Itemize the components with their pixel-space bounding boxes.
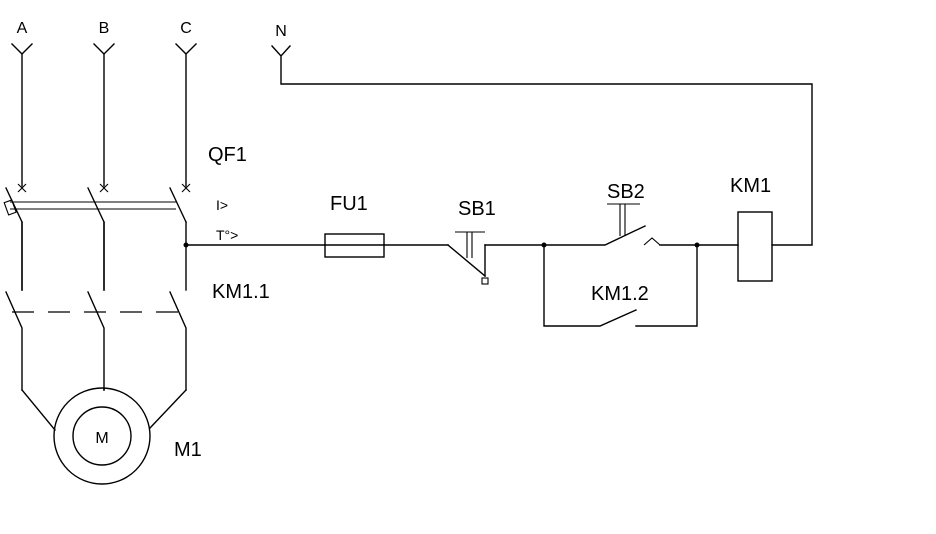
motor-symbol: M	[95, 430, 108, 447]
phase-a-label: A	[17, 20, 28, 37]
thermal-trip-label: T°>	[216, 227, 238, 243]
breaker-label: QF1	[208, 144, 247, 166]
hold-contact-km1-2: KM1.2	[543, 244, 698, 327]
phase-b-label: B	[99, 20, 110, 37]
coil-km1: KM1	[730, 175, 773, 282]
stop-button-sb1: SB1	[447, 198, 545, 285]
stop-button-label: SB1	[458, 198, 496, 220]
main-contacts-label: KM1.1	[212, 281, 270, 303]
phase-a-terminal: A	[11, 20, 33, 187]
coil-label: KM1	[730, 175, 771, 197]
overcurrent-trip-label: I>	[216, 197, 228, 213]
contactor-km1-1: KM1.1	[5, 221, 270, 391]
motor-m1: M M1	[21, 387, 202, 485]
motor-label: M1	[174, 439, 202, 461]
breaker-qf1: QF1 I> T°>	[3, 144, 247, 291]
neutral-label: N	[275, 23, 287, 40]
hold-contact-label: KM1.2	[591, 283, 649, 305]
phase-c-label: C	[180, 20, 192, 37]
phase-b-terminal: B	[93, 20, 115, 187]
phase-c-terminal: C	[175, 20, 197, 187]
fuse-label: FU1	[330, 193, 368, 215]
fuse-fu1: FU1	[324, 193, 449, 258]
start-button-sb2: SB2	[543, 181, 739, 246]
neutral-terminal: N	[271, 23, 813, 246]
start-button-label: SB2	[607, 181, 645, 203]
